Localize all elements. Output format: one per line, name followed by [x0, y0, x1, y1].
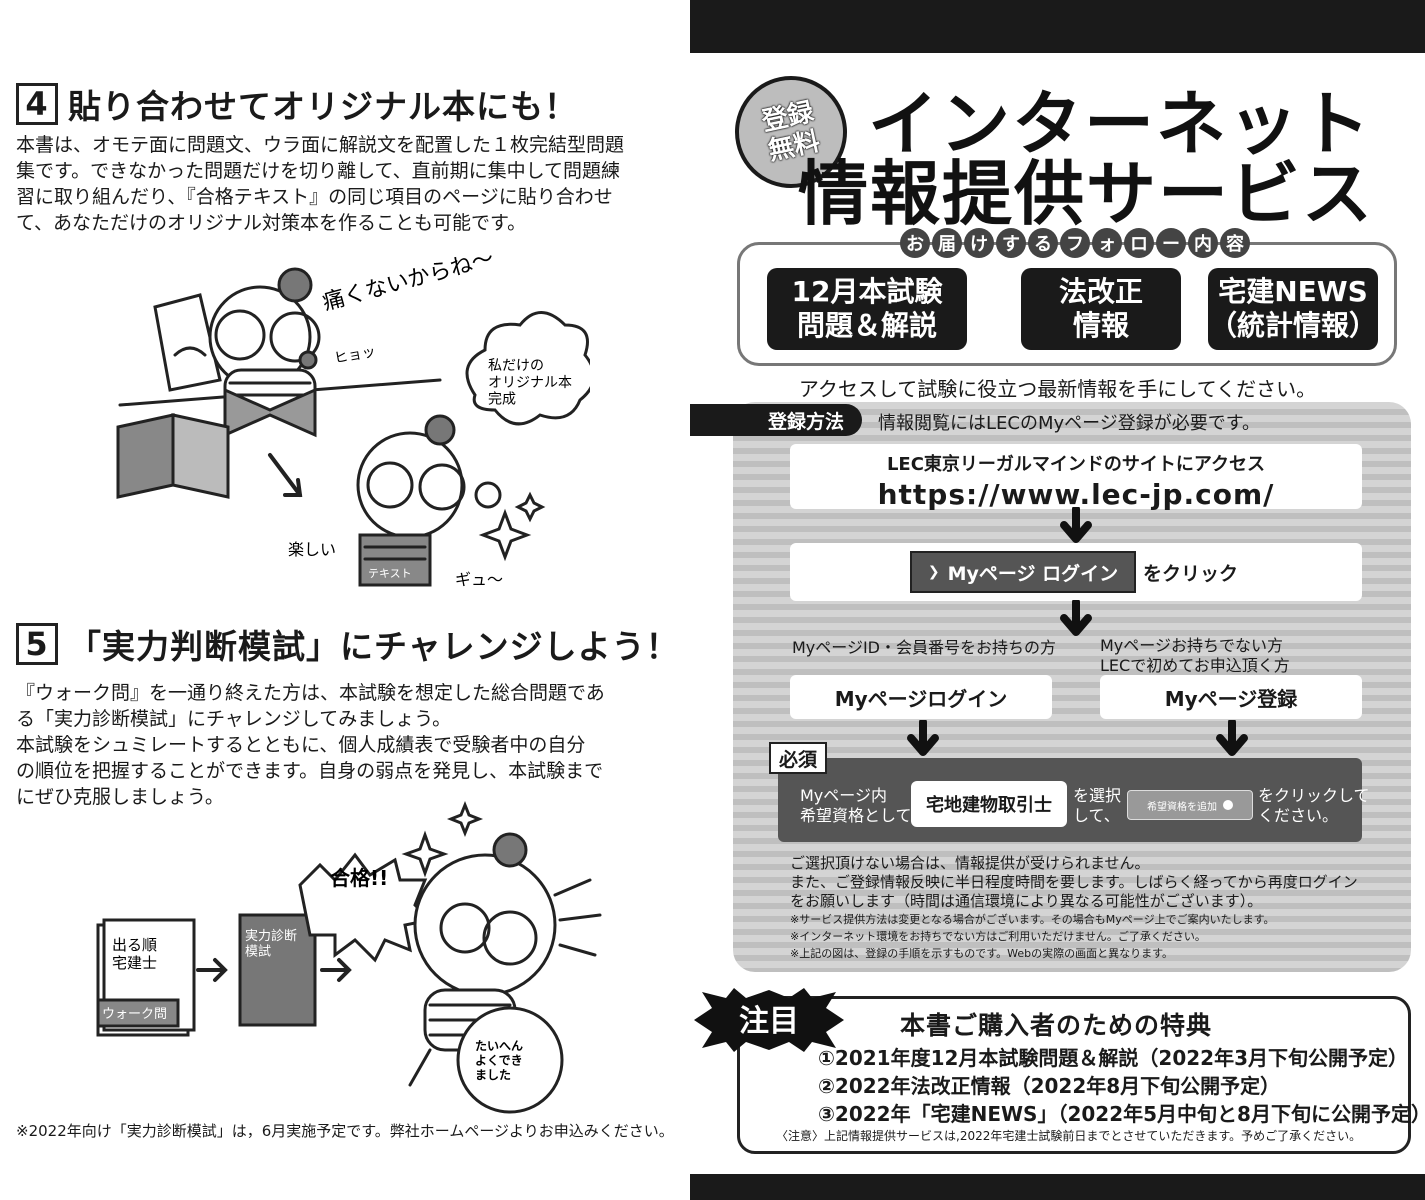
access-line: アクセスして試験に役立つ最新情報を手にしてください。: [798, 377, 1317, 401]
speech-text: たいへんよくできました: [475, 1039, 523, 1082]
arrow-down-icon: [1060, 600, 1092, 636]
bubble-top-text: 痛くないからね〜: [320, 255, 496, 316]
existing-user-label: MyページID・会員番号をお持ちの方: [792, 638, 1056, 657]
follow-item-exam-l1: 12月本試験: [791, 275, 943, 308]
registration-notes: ご選択頂けない場合は、情報提供が受けられません。 また、ご登録情報反映に半日程度…: [790, 854, 1380, 962]
title-line-2: 情報提供サービス: [798, 153, 1374, 235]
book2-text: 実力診断模試: [245, 928, 297, 960]
arrow-down-icon: [1060, 507, 1092, 543]
section-5-body: 『ウォーク問』を一通り終えた方は、本試験を想定した総合問題であ る「実力診断模試…: [16, 682, 605, 808]
bonus-footnote: 〈注意〉上記情報提供サービスは,2022年宅建士試験前日までとさせていただきます…: [776, 1129, 1362, 1143]
bonus-item-2: ②2022年法改正情報（2022年8月下旬公開予定）: [818, 1074, 1281, 1098]
section-5-title: 「実力判断模試」にチャレンジしよう！: [68, 627, 680, 666]
attention-burst: 注目: [694, 988, 844, 1052]
left-footnote: ※2022年向け「実力診断模試」は，6月実施予定です。弊社ホームページよりお申込…: [16, 1122, 674, 1140]
bottom-bar: [690, 1174, 1425, 1200]
follow-label-char: ー: [1156, 228, 1186, 258]
chevron-right-icon: ❯: [927, 564, 940, 580]
site-box: LEC東京リーガルマインドのサイトにアクセス https://www.lec-j…: [790, 444, 1362, 511]
bonus-item-1: ①2021年度12月本試験問題＆解説（2022年3月下旬公開予定）: [818, 1046, 1409, 1070]
login-step-row: ❯ Myページ ログイン をクリック: [790, 543, 1362, 601]
required-text-1: Myページ内 希望資格として: [800, 786, 912, 825]
section-4-heading: 4 貼り合わせてオリジナル本にも！: [16, 80, 578, 128]
follow-label-char: る: [1028, 228, 1058, 258]
section-4-body: 本書は、オモテ面に問題文、ウラ面に解説文を配置した１枚完結型問題 集です。できな…: [16, 134, 625, 234]
registration-note: 情報閲覧にはLECのMyページ登録が必要です。: [878, 413, 1260, 434]
shout-text: 合格!!: [330, 866, 388, 890]
add-qualification-button[interactable]: 希望資格を追加: [1127, 790, 1253, 820]
follow-content-label: お 届 け す る フ ォ ロ ー 内 容: [900, 228, 1250, 258]
note-line-3: をお願いします（時間は通信環境により異なる可能性がございます）。: [790, 892, 1263, 910]
bonus-box: [737, 996, 1411, 1154]
follow-item-exam-l2: 問題＆解説: [796, 309, 937, 342]
top-bar: [690, 0, 1425, 53]
note-line-1: ご選択頂けない場合は、情報提供が受けられません。: [790, 854, 1150, 872]
follow-item-news: 宅建NEWS （統計情報）: [1208, 268, 1378, 350]
follow-item-law: 法改正 情報: [1021, 268, 1181, 350]
required-label: 必須: [769, 742, 827, 774]
follow-label-char: フ: [1060, 228, 1090, 258]
follow-label-char: 容: [1220, 228, 1250, 258]
follow-label-char: 内: [1188, 228, 1218, 258]
mypage-login-option[interactable]: Myページログイン: [790, 675, 1052, 719]
title-line-1: インターネット: [868, 83, 1372, 165]
follow-item-news-l1: 宅建NEWS: [1218, 275, 1368, 308]
bubble-sfx-text: ヒョッ: [333, 344, 377, 367]
site-url-link[interactable]: https://www.lec-jp.com/: [877, 478, 1275, 511]
bonus-title: 本書ご購入者のための特典: [900, 1011, 1213, 1040]
follow-label-char: ロ: [1124, 228, 1154, 258]
follow-item-exam: 12月本試験 問題＆解説: [767, 268, 967, 350]
required-step-box: [778, 758, 1362, 842]
mypage-register-option[interactable]: Myページ登録: [1100, 675, 1362, 719]
attention-text: 注目: [739, 1004, 799, 1039]
small-note-3: ※上記の図は、登録の手順を示すものです。Webの実際の画面と異なります。: [790, 947, 1173, 960]
follow-item-news-l2: （統計情報）: [1208, 309, 1377, 342]
follow-label-char: ォ: [1092, 228, 1122, 258]
small-note-1: ※サービス提供方法は変更となる場合がございます。その場合もMyページ上でご案内い…: [790, 913, 1275, 926]
follow-label-char: す: [996, 228, 1026, 258]
section-4-title: 貼り合わせてオリジナル本にも！: [68, 87, 578, 126]
circle-chevron-icon: [1223, 800, 1233, 810]
qualification-select[interactable]: 宅地建物取引士: [911, 781, 1067, 827]
required-text-2: を選択 して、: [1073, 786, 1122, 825]
bubble-left-text: 楽しい: [288, 540, 336, 559]
arrow-down-icon: [907, 720, 939, 756]
section-5-number: 5: [16, 623, 58, 665]
bubble-cloud-text: 私だけのオリジナル本完成: [488, 358, 572, 408]
book1-band-text: ウォーク問: [102, 1007, 167, 1022]
arrow-down-icon: [1216, 720, 1248, 756]
sfx-hug-text: ギュ〜: [455, 570, 503, 589]
follow-label-char: 届: [932, 228, 962, 258]
section-5-heading: 5 「実力判断模試」にチャレンジしよう！: [16, 620, 680, 668]
new-user-label: Myページお持ちでない方 LECで初めてお申込頂く方: [1100, 636, 1290, 675]
book-label-text: テキスト: [368, 567, 412, 580]
required-text-3: をクリックして ください。: [1258, 786, 1370, 825]
site-description: LEC東京リーガルマインドのサイトにアクセス: [886, 454, 1266, 475]
illustration-mock-exam: 出る順宅建士 ウォーク問 実力診断模試 合格!! たいへんよくできました: [96, 800, 602, 1114]
bonus-item-3: ③2022年「宅建NEWS」（2022年5月中旬と8月下旬に公開予定）: [818, 1102, 1425, 1126]
book1-text: 出る順宅建士: [112, 936, 157, 972]
mypage-login-button[interactable]: ❯ Myページ ログイン: [910, 551, 1136, 593]
follow-item-law-l1: 法改正: [1058, 275, 1143, 308]
follow-item-law-l2: 情報: [1072, 309, 1129, 342]
section-4-number: 4: [16, 83, 58, 125]
registration-tab: 登録方法: [690, 404, 862, 436]
follow-label-char: け: [964, 228, 994, 258]
small-note-2: ※インターネット環境をお持ちでない方はご利用いただけません。ご了承ください。: [790, 930, 1206, 943]
login-click-text: をクリック: [1143, 563, 1239, 585]
illustration-original-book: 痛くないからね〜 ヒョッ 私だけのオリジナル本完成 楽しい ギュ〜 テキスト: [116, 255, 590, 589]
mypage-login-button-label: Myページ ログイン: [947, 562, 1119, 585]
add-qualification-button-label: 希望資格を追加: [1147, 801, 1217, 813]
note-line-2: また、ご登録情報反映に半日程度時間を要します。しばらく経ってから再度ログイン: [790, 873, 1358, 891]
follow-label-char: お: [900, 228, 930, 258]
